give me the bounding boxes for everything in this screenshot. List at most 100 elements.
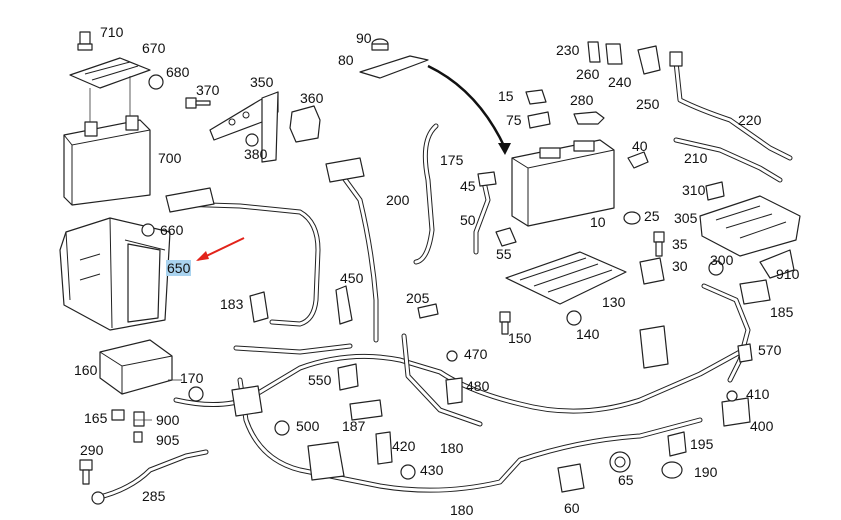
bracket-570 <box>737 343 753 363</box>
nut-380 <box>245 133 259 147</box>
label-195: 195 <box>690 436 714 452</box>
label-250: 250 <box>636 96 660 112</box>
label-290: 290 <box>80 442 104 458</box>
relay-box-160 <box>99 339 173 395</box>
label-150: 150 <box>508 330 532 346</box>
bracket-410-400 <box>721 390 751 427</box>
label-660: 660 <box>160 222 184 238</box>
clip-190 <box>661 461 683 479</box>
label-50: 50 <box>460 212 476 228</box>
hose-45-50 <box>473 171 497 255</box>
bolt-470 <box>446 350 458 362</box>
clip-660 <box>141 223 155 237</box>
label-190: 190 <box>694 464 718 480</box>
label-220: 220 <box>738 112 762 128</box>
label-285: 285 <box>142 488 166 504</box>
label-300: 300 <box>710 252 734 268</box>
main-battery-10 <box>511 139 615 227</box>
clip-187 <box>349 399 383 421</box>
label-183: 183 <box>220 296 244 312</box>
nut-680 <box>148 74 164 90</box>
label-400: 400 <box>750 418 774 434</box>
label-370: 370 <box>196 82 220 98</box>
label-30: 30 <box>672 258 688 274</box>
grommet-25 <box>623 211 641 225</box>
label-170: 170 <box>180 370 204 386</box>
fuse-900-905 <box>133 411 145 443</box>
label-310: 310 <box>682 182 706 198</box>
label-500: 500 <box>296 418 320 434</box>
label-205: 205 <box>406 290 430 306</box>
label-900: 900 <box>156 412 180 428</box>
label-187: 187 <box>342 418 366 434</box>
cable-200 <box>325 157 379 343</box>
label-80: 80 <box>338 52 354 68</box>
label-130: 130 <box>602 294 626 310</box>
clip-183 <box>249 291 269 323</box>
label-430: 430 <box>420 462 444 478</box>
label-90: 90 <box>356 30 372 46</box>
label-410: 410 <box>746 386 770 402</box>
label-25: 25 <box>644 208 660 224</box>
curved-arrowhead <box>498 143 511 155</box>
cable-210 <box>673 137 783 183</box>
bolt-205 <box>417 303 439 319</box>
bolt-370 <box>185 97 211 109</box>
clamp-55 <box>495 227 517 247</box>
label-160: 160 <box>74 362 98 378</box>
label-570: 570 <box>758 342 782 358</box>
label-670: 670 <box>142 40 166 56</box>
clip-500 <box>274 420 290 436</box>
relay-310 <box>705 181 725 201</box>
pointer-arrowhead <box>196 251 209 261</box>
cable-175 <box>413 123 439 265</box>
label-470: 470 <box>464 346 488 362</box>
clip-195 <box>667 431 687 457</box>
label-420: 420 <box>392 438 416 454</box>
terminal-280 <box>573 111 605 125</box>
label-380: 380 <box>244 146 268 162</box>
label-180-bottom: 180 <box>450 502 474 518</box>
block-30 <box>639 257 665 285</box>
label-75: 75 <box>506 112 522 128</box>
label-40: 40 <box>632 138 648 154</box>
bolt-290 <box>79 459 93 485</box>
label-280: 280 <box>570 92 594 108</box>
aux-battery <box>63 115 151 206</box>
connectors-230-260 <box>587 41 661 75</box>
label-65: 65 <box>618 472 634 488</box>
label-240: 240 <box>608 74 632 90</box>
bolt-35 <box>653 231 665 257</box>
clip-360 <box>289 105 321 143</box>
label-185: 185 <box>770 304 794 320</box>
bracket-350 <box>209 91 279 163</box>
label-260: 260 <box>576 66 600 82</box>
clip-60 <box>557 463 585 493</box>
label-650: 650 <box>166 260 192 276</box>
label-175: 175 <box>440 152 464 168</box>
label-165: 165 <box>84 410 108 426</box>
bolt-710 <box>77 31 93 51</box>
bracket-550 <box>337 363 359 391</box>
washer-140 <box>566 310 582 326</box>
label-700: 700 <box>158 150 182 166</box>
cable-183-loop <box>165 187 321 327</box>
nut-300 <box>708 260 724 276</box>
curved-arrow <box>427 64 507 149</box>
bolt-150 <box>499 311 511 335</box>
label-180-mid: 180 <box>440 440 464 456</box>
label-15: 15 <box>498 88 514 104</box>
label-905: 905 <box>156 432 180 448</box>
label-305: 305 <box>674 210 698 226</box>
label-45: 45 <box>460 178 476 194</box>
label-210: 210 <box>684 150 708 166</box>
label-710: 710 <box>100 24 124 40</box>
grommet-65 <box>609 451 631 473</box>
bracket-420 <box>375 431 393 465</box>
fuse-box-305 <box>699 195 801 257</box>
cap-40 <box>627 151 649 169</box>
terminal-75 <box>527 111 551 129</box>
label-910: 910 <box>776 266 800 282</box>
